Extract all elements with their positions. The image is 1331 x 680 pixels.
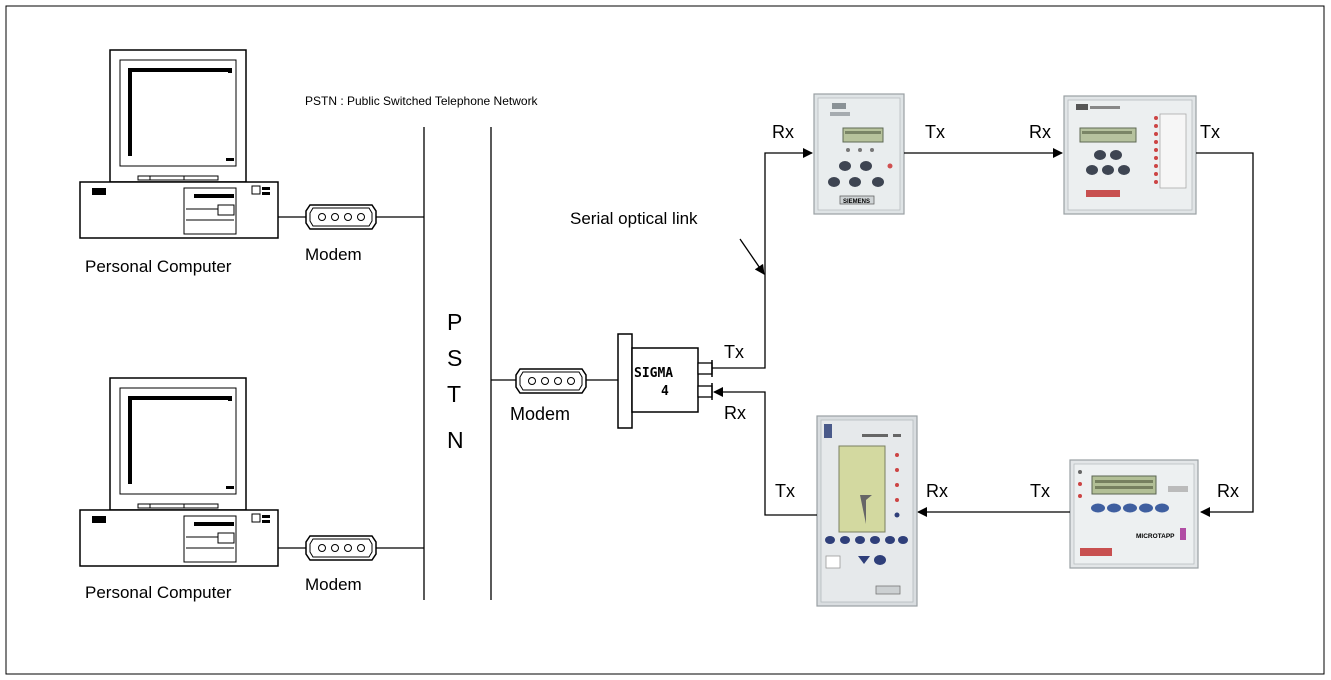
- link-relay2-to-relay4: [1196, 152, 1254, 517]
- serial-link-pointer: [739, 238, 765, 275]
- relay2-tx-label: Tx: [1200, 122, 1220, 142]
- sigma-number: 4: [661, 384, 669, 399]
- modem-icon-1: [305, 204, 377, 230]
- protection-relay-microtapp: MICROTAPP: [1069, 459, 1199, 569]
- relay2-rx-label: Rx: [1029, 122, 1051, 142]
- relay4-rx-label: Rx: [1217, 481, 1239, 501]
- link-sigma-to-relay1: [712, 148, 813, 369]
- modem-label-1: Modem: [305, 245, 362, 264]
- protection-relay-2: [1063, 95, 1197, 215]
- pstn-letter-t: T: [447, 381, 461, 407]
- sigma-rx-label: Rx: [724, 403, 746, 423]
- computer-label-1: Personal Computer: [85, 257, 232, 276]
- sigma-port-rx: [697, 385, 713, 398]
- modem-label-2: Modem: [305, 575, 362, 594]
- relay4-brand: MICROTAPP: [1136, 533, 1175, 540]
- relay1-brand: SIEMENS: [843, 199, 870, 205]
- pstn-letter-n: N: [447, 427, 464, 453]
- serial-link-label: Serial optical link: [570, 209, 698, 228]
- protection-relay-1: SIEMENS: [813, 93, 905, 215]
- relay4-tx-label: Tx: [1030, 481, 1050, 501]
- relay1-rx-label: Rx: [772, 122, 794, 142]
- modem-icon-2: [305, 535, 377, 561]
- sigma-tx-label: Tx: [724, 342, 744, 362]
- relay3-rx-label: Rx: [926, 481, 948, 501]
- link-relay3-to-sigma: [713, 387, 817, 516]
- relay1-tx-label: Tx: [925, 122, 945, 142]
- protection-relay-3: [816, 415, 918, 607]
- modem-icon-3: [515, 368, 587, 394]
- computer-label-2: Personal Computer: [85, 583, 232, 602]
- pstn-letter-p: P: [447, 309, 462, 335]
- pstn-letter-s: S: [447, 345, 462, 371]
- modem-label-3: Modem: [510, 404, 570, 424]
- sigma-port-tx: [697, 362, 713, 375]
- relay3-tx-label: Tx: [775, 481, 795, 501]
- sigma-4-device: SIGMA 4: [617, 333, 713, 429]
- network-note: PSTN : Public Switched Telephone Network: [305, 94, 539, 108]
- sigma-label: SIGMA: [634, 366, 673, 381]
